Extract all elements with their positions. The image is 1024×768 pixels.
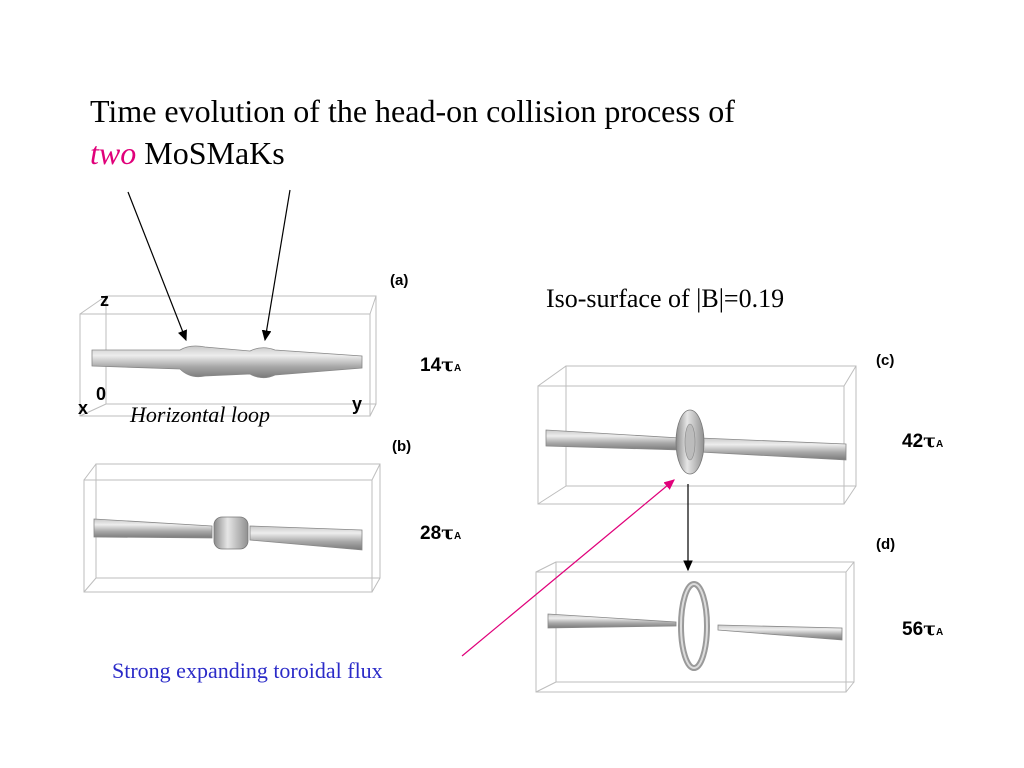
iso-surface-label: Iso-surface of |B|=0.19 (546, 284, 785, 313)
panel-d-label: (d) (876, 536, 896, 553)
panel-a-time-sub: A (453, 363, 462, 374)
panel-c-fluxtube (545, 409, 847, 475)
axis-z-label: z (100, 290, 109, 310)
panel-a-box (79, 295, 377, 417)
panel-b-time-tau: τ (441, 522, 454, 544)
panel-b-time-num: 28 (420, 523, 442, 544)
panel-d-time-sub: A (935, 627, 944, 638)
horizontal-loop-label: Horizontal loop (130, 402, 270, 427)
panel-c-time-tau: τ (923, 430, 936, 452)
panel-d-time: 56τA (902, 618, 943, 641)
title-emphasis: two (90, 135, 137, 171)
panel-c-time-sub: A (935, 439, 944, 450)
panel-a-label: (a) (390, 272, 409, 289)
axis-x-label: x (78, 398, 89, 418)
panel-a-time-num: 14 (420, 355, 442, 376)
toroidal-flux-label: Strong expanding toroidal flux (112, 658, 383, 683)
axis-origin-label: 0 (96, 384, 107, 404)
panel-b-time-sub: A (453, 531, 462, 542)
arrow-left-bump (127, 191, 187, 342)
panel-d-time-num: 56 (902, 619, 924, 640)
panel-c-label: (c) (876, 352, 895, 369)
panel-b-label: (b) (392, 438, 412, 455)
panel-a-time: 14τA (420, 354, 461, 377)
panel-c-time: 42τA (902, 430, 943, 453)
arrow-toroidal-flux (461, 479, 675, 657)
panel-c-time-num: 42 (902, 431, 924, 452)
slide-title: Time evolution of the head-on collision … (90, 90, 970, 174)
panel-a-time-tau: τ (441, 354, 454, 376)
axis-y-label: y (352, 394, 363, 414)
panel-d-time-tau: τ (923, 618, 936, 640)
panel-b-fluxtube (93, 516, 363, 551)
panel-a-fluxtube (91, 345, 363, 379)
arrow-right-bump (261, 189, 291, 342)
title-line1: Time evolution of the head-on collision … (90, 93, 735, 129)
title-rest: MoSMaKs (136, 135, 285, 171)
panel-d-fluxtube (547, 581, 843, 671)
panel-b-box (83, 463, 381, 593)
panel-b-time: 28τA (420, 522, 461, 545)
